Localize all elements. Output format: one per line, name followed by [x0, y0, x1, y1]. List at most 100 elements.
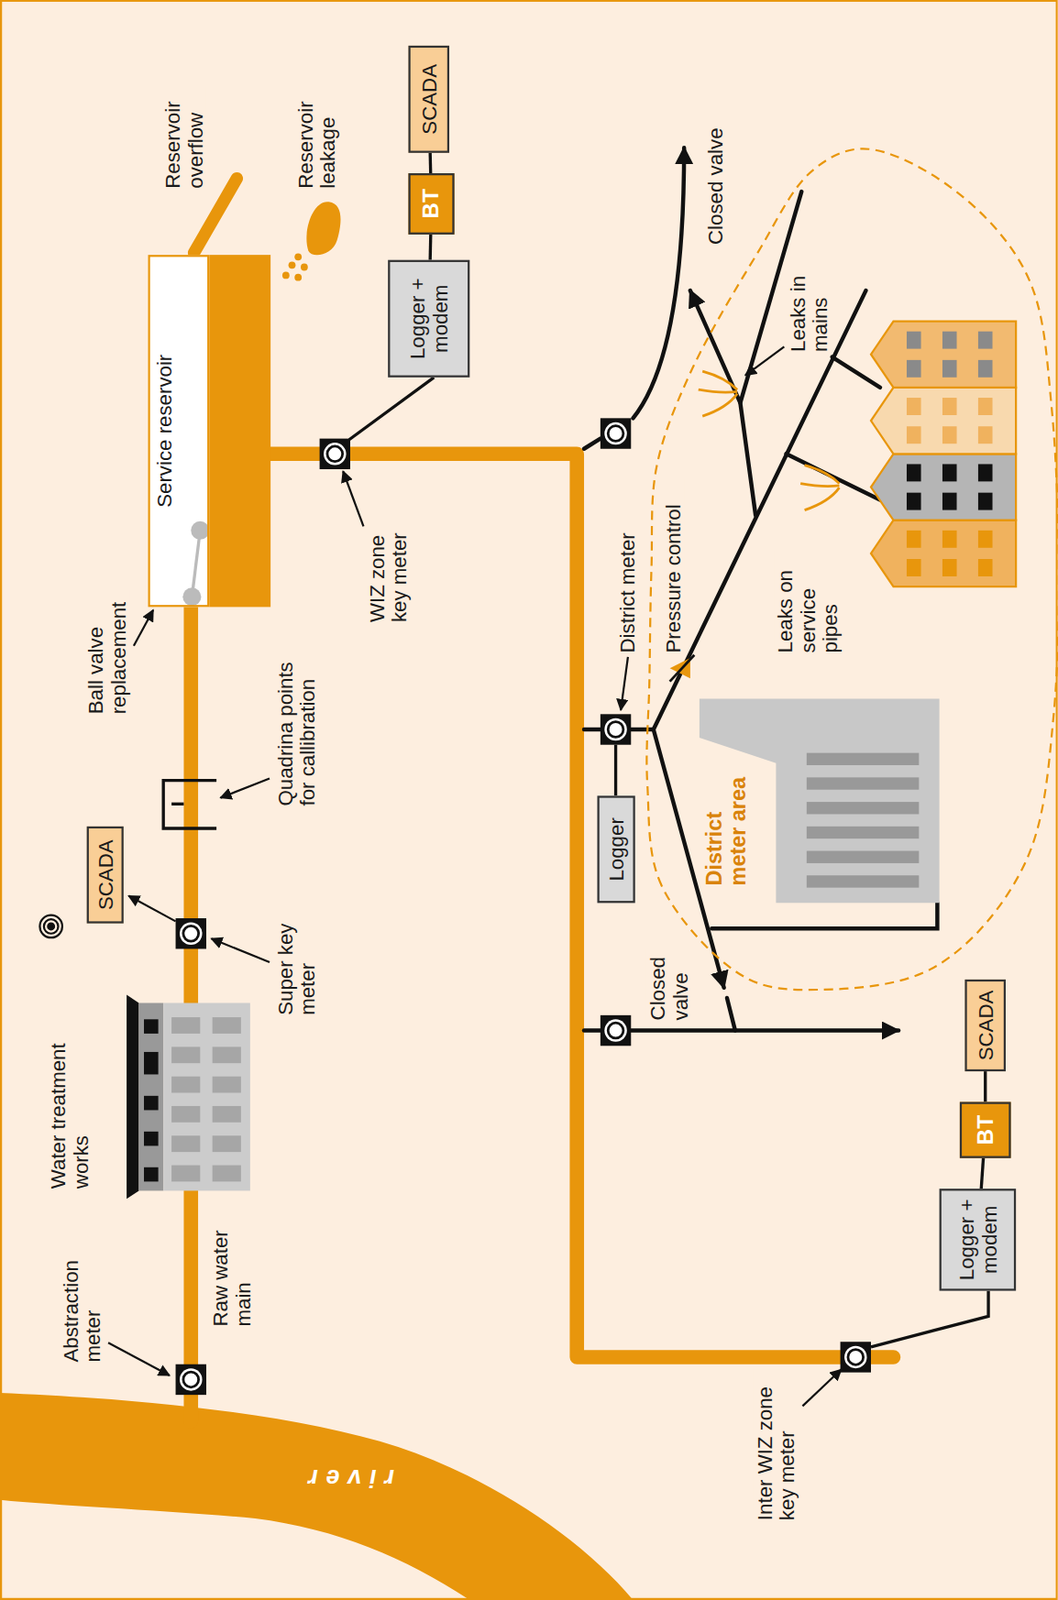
leader-arrows: [108, 346, 842, 1407]
factory: [699, 699, 940, 904]
node-text: Water treatment works: [46, 1005, 92, 1190]
houses: [978, 331, 993, 350]
meters: [176, 418, 871, 1396]
factory-windows: [806, 826, 920, 839]
meters: [840, 1342, 871, 1373]
houses: [978, 426, 993, 444]
houses: [942, 360, 958, 378]
leak-sprays: [800, 484, 839, 487]
leak-label: Leaks on service pipes: [773, 551, 842, 653]
leak-sprays: [698, 389, 738, 393]
leak-sprays: [698, 371, 840, 510]
node-text: SCADA: [93, 839, 117, 911]
pipes: [270, 453, 893, 1358]
reservoir: [147, 254, 210, 607]
meter-label: WIZ zone key meter: [365, 520, 411, 623]
node-text: SCADA: [418, 64, 441, 135]
treatment-works-windows: [171, 1135, 200, 1153]
scada-box: SCADA: [87, 826, 124, 925]
leader-arrows: [133, 610, 154, 647]
treatment-works: [143, 1132, 159, 1147]
leader-arrows: [128, 896, 176, 923]
callout-label: Quadrina points for callibration: [273, 650, 319, 806]
houses: [978, 493, 993, 511]
meters: [600, 1015, 631, 1047]
distribution-mains: [832, 357, 881, 388]
quadrina-points: [163, 781, 217, 829]
node-text: Service reservoir: [153, 256, 177, 606]
treatment-works-windows: [171, 1166, 200, 1183]
reservoir: [282, 272, 290, 280]
treatment-works-windows: [171, 1017, 200, 1035]
distribution-mains: [584, 439, 601, 450]
valve-label: Closed valve: [646, 948, 692, 1021]
treatment-works-windows: [212, 1017, 242, 1035]
houses: [978, 559, 993, 577]
pipe-label: Raw water main: [209, 1220, 254, 1328]
signal-link: [983, 1071, 987, 1103]
factory-windows: [806, 875, 920, 888]
leak-sprays: [804, 487, 840, 511]
houses: [942, 397, 958, 416]
quadrina-points: [163, 781, 217, 829]
treatment-works-windows: [171, 1077, 200, 1094]
pressure-control: [670, 655, 695, 683]
node-text: BT: [418, 188, 444, 220]
houses: [906, 397, 922, 416]
factory-windows: [806, 753, 920, 889]
bt-box: BT: [959, 1102, 1012, 1159]
treatment-works-windows: [171, 1017, 242, 1182]
reservoir: [306, 201, 341, 255]
quadrina-points: [171, 803, 184, 806]
reservoir: [209, 254, 271, 607]
treatment-works: [138, 1002, 164, 1191]
valve-label: Closed valve: [704, 111, 728, 245]
factory-windows: [806, 851, 920, 864]
scada-box: SCADA: [407, 45, 450, 154]
meter-label: District meter: [616, 505, 640, 653]
treatment-works-windows: [171, 1106, 200, 1124]
logger-box: Logger: [597, 795, 636, 904]
houses: [906, 463, 922, 482]
factory-windows: [806, 777, 920, 790]
callout-label: Reservoir overflow: [161, 86, 207, 188]
houses: [978, 397, 993, 416]
node-text: SCADA: [973, 991, 997, 1062]
leader-arrows: [108, 1343, 170, 1377]
treatment-works-windows: [212, 1046, 242, 1064]
reservoir: [294, 274, 302, 282]
houses: [906, 331, 922, 350]
distribution-mains: [630, 1028, 899, 1033]
reservoir: [191, 530, 200, 597]
signal-wires: [614, 745, 618, 797]
node-text: Logger: [605, 817, 629, 882]
houses: [906, 559, 922, 577]
signal-link: [429, 234, 433, 261]
treatment-works-windows: [171, 1046, 200, 1064]
treatment-works-windows: [212, 1135, 242, 1153]
distribution-mains: [632, 147, 684, 419]
houses: [870, 321, 1016, 388]
treatment-works-windows: [212, 1166, 242, 1183]
treatment-works: [126, 995, 251, 1201]
logger-box: Logger + modem: [387, 260, 470, 378]
houses: [870, 321, 1016, 588]
houses: [942, 426, 958, 444]
distribution-mains: [690, 290, 741, 404]
houses: [978, 463, 993, 482]
distribution-mains: [711, 903, 937, 929]
houses: [942, 530, 958, 549]
treatment-works: [143, 1168, 159, 1183]
factory-windows: [806, 753, 920, 766]
meters: [600, 418, 631, 449]
signal-link: [429, 153, 433, 174]
area-title: District meter area: [702, 763, 750, 887]
distribution-mains: [739, 191, 802, 516]
node-text: Logger + modem: [406, 265, 452, 372]
meter-label: Inter WIZ zone key meter: [753, 1369, 799, 1521]
leader-arrows: [802, 1369, 841, 1407]
factory: [699, 699, 940, 904]
